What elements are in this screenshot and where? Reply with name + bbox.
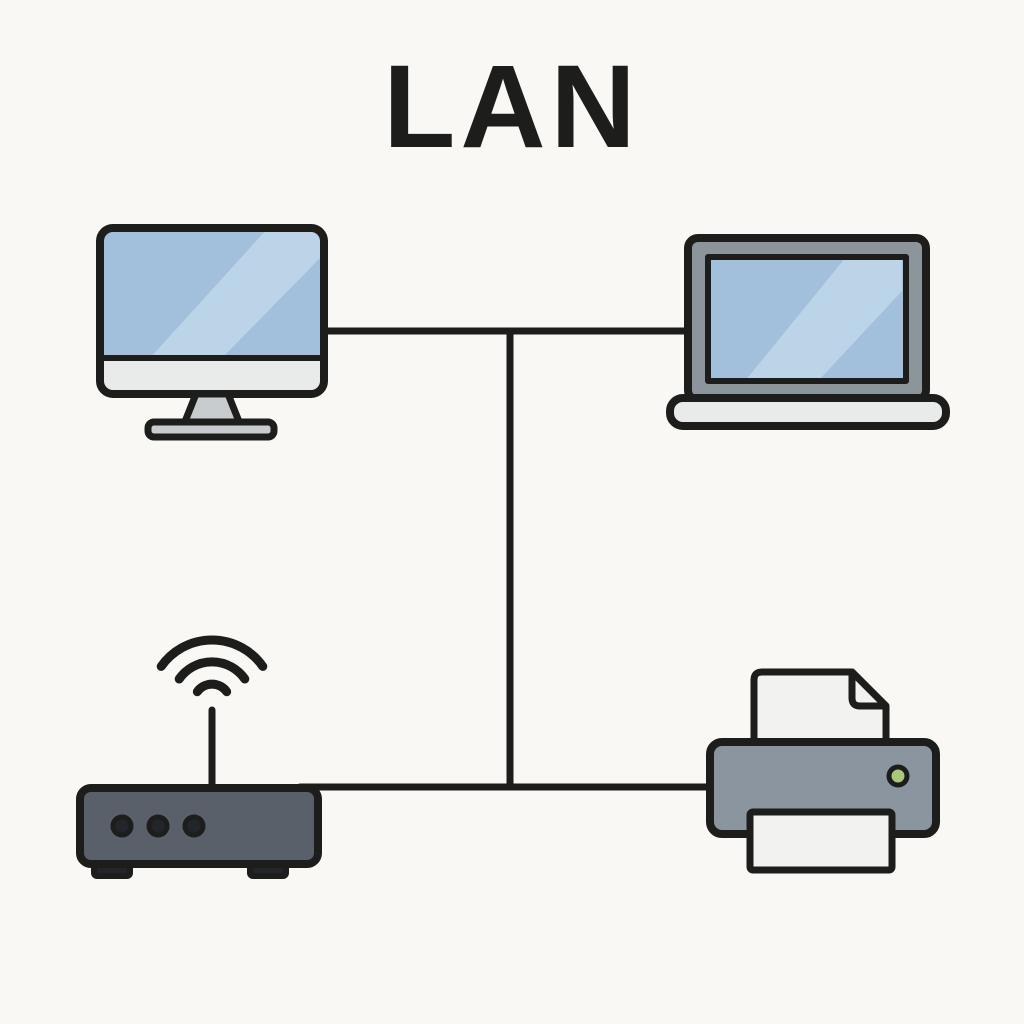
- printer-paper-fold: [848, 668, 890, 710]
- desktop-monitor-icon: [96, 224, 328, 441]
- laptop-screen-glare: [745, 257, 902, 381]
- router-led-1: [110, 814, 134, 838]
- monitor-stand-base: [144, 418, 278, 441]
- wifi-arc-large: [156, 635, 268, 671]
- router-led-3: [182, 814, 206, 838]
- diagram-title: LAN: [383, 41, 641, 173]
- laptop-base: [666, 394, 950, 430]
- monitor-screen-glare: [150, 228, 320, 358]
- monitor-chassis-strip: [100, 358, 324, 394]
- printer-led: [886, 764, 910, 788]
- printer-output-tray: [746, 808, 896, 874]
- laptop-screen-frame: [705, 254, 909, 384]
- wifi-router-icon: [76, 635, 322, 879]
- printer-icon: [706, 668, 940, 874]
- wifi-arc-medium: [174, 657, 250, 684]
- network-links: [296, 327, 724, 791]
- wifi-arc-small: [192, 679, 232, 697]
- wifi-signal-icon: [156, 635, 268, 697]
- laptop-icon: [666, 234, 950, 430]
- router-led-2: [146, 814, 170, 838]
